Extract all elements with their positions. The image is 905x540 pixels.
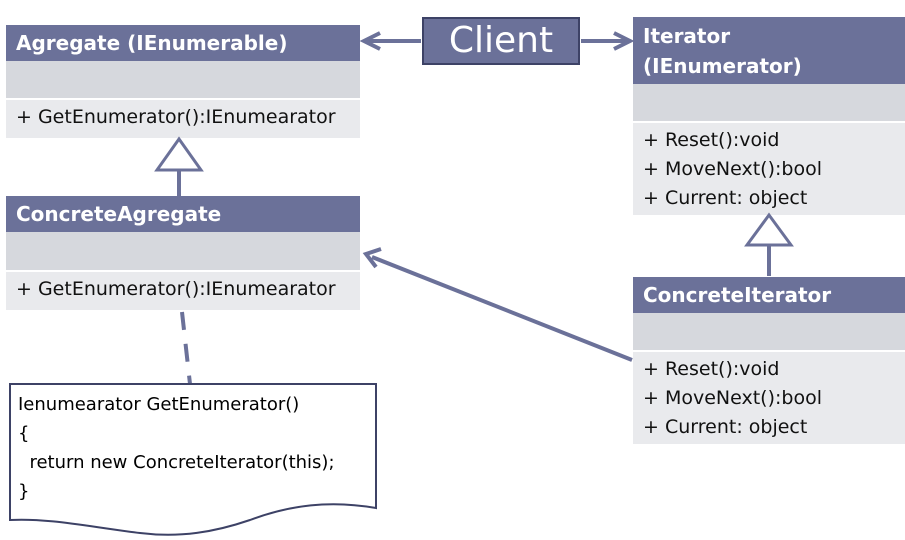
concrete-iterator-operation-movenext: + MoveNext():bool — [643, 387, 822, 409]
concrete-agregate-operation: + GetEnumerator():IEnumearator — [16, 278, 336, 300]
concrete-iterator-header: ConcreteIterator — [633, 277, 905, 313]
client-to-iterator-arrowhead — [613, 31, 635, 51]
iterator-operation-current: + Current: object — [643, 187, 808, 209]
concrete-agregate-header: ConcreteAgregate — [6, 196, 360, 232]
code-line: } — [18, 481, 30, 502]
agregate-class: Agregate (IEnumerable) + GetEnumerator()… — [6, 25, 360, 138]
iterator-title-line2: (IEnumerator) — [643, 54, 802, 78]
iterator-class-header: Iterator (IEnumerator) — [633, 17, 905, 84]
concrete-agregate-operations: + GetEnumerator():IEnumearator — [6, 272, 360, 310]
iterator-operation-movenext: + MoveNext():bool — [643, 158, 822, 180]
iterator-to-agregate-arrowhead — [362, 247, 382, 269]
concrete-iterator-operation-reset: + Reset():void — [643, 358, 780, 380]
iterator-to-agregate-line — [371, 255, 633, 362]
agregate-operation: + GetEnumerator():IEnumearator — [16, 106, 336, 128]
iterator-attributes — [633, 84, 905, 123]
note-dashed-link — [180, 311, 192, 385]
agregate-attributes — [6, 61, 360, 100]
iterator-class: Iterator (IEnumerator) + Reset():void + … — [633, 17, 905, 215]
concrete-iterator-class: ConcreteIterator + Reset():void + MoveNe… — [633, 277, 905, 444]
concrete-iterator-operation-current: + Current: object — [643, 416, 808, 438]
iterator-operations: + Reset():void + MoveNext():bool + Curre… — [633, 123, 905, 215]
concrete-iterator-operations: + Reset():void + MoveNext():bool + Curre… — [633, 352, 905, 444]
code-line: return new ConcreteIterator(this); — [18, 452, 335, 473]
client-label: Client — [448, 20, 554, 61]
iterator-title-line1: Iterator — [643, 24, 731, 48]
iterator-generalization-triangle — [744, 212, 794, 247]
client-box: Client — [422, 17, 580, 65]
concrete-iterator-title: ConcreteIterator — [643, 283, 832, 307]
concrete-agregate-title: ConcreteAgregate — [16, 202, 222, 226]
concrete-iterator-attributes — [633, 313, 905, 352]
client-to-agregate-arrowhead — [359, 31, 381, 51]
concrete-agregate-class: ConcreteAgregate + GetEnumerator():IEnum… — [6, 196, 360, 310]
code-note-shape — [9, 383, 377, 536]
agregate-generalization-triangle — [154, 136, 204, 172]
iterator-operation-reset: + Reset():void — [643, 129, 780, 151]
agregate-class-header: Agregate (IEnumerable) — [6, 25, 360, 61]
code-line: Ienumearator GetEnumerator() — [18, 394, 300, 415]
agregate-operations: + GetEnumerator():IEnumearator — [6, 100, 360, 138]
code-note: Ienumearator GetEnumerator() { return ne… — [10, 384, 376, 506]
code-line: { — [18, 423, 30, 444]
concrete-agregate-attributes — [6, 232, 360, 272]
agregate-class-title: Agregate (IEnumerable) — [16, 31, 288, 55]
